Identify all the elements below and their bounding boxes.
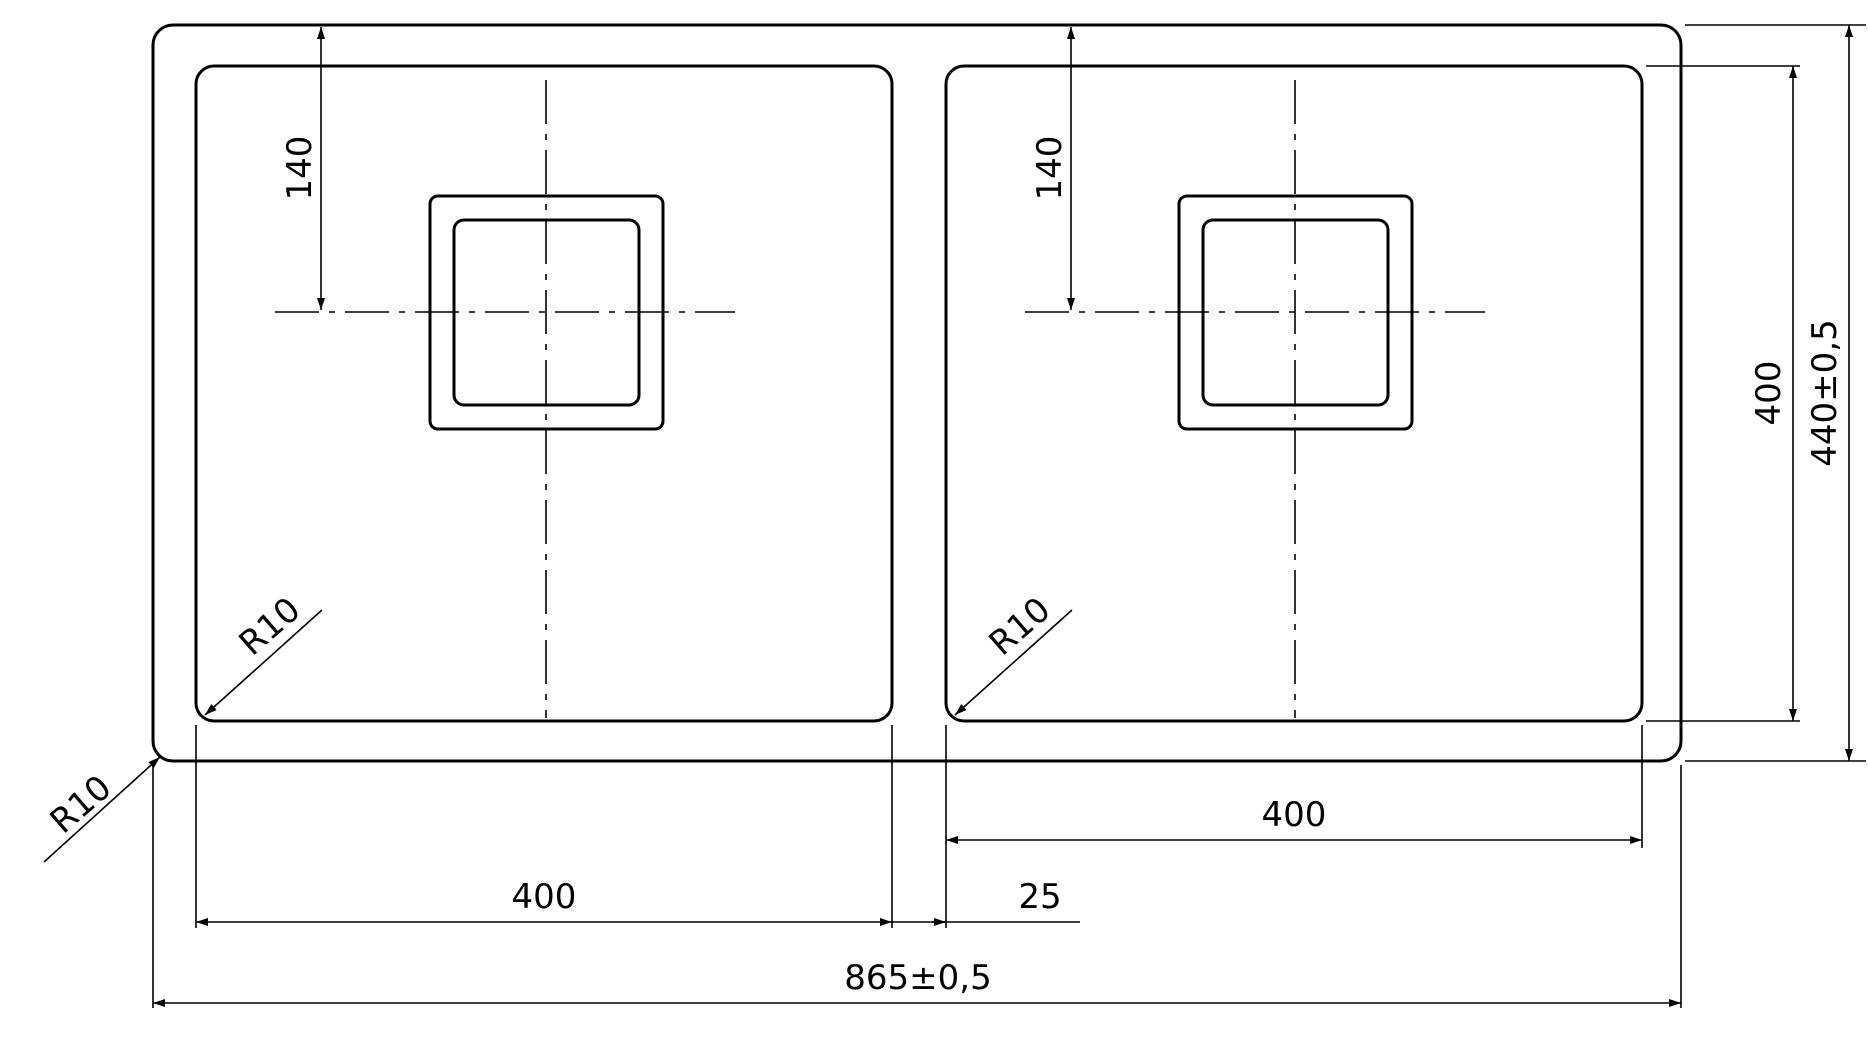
right-bowl-width-dimension: 400 — [946, 795, 1642, 844]
bowl-height-label: 400 — [1749, 361, 1789, 426]
extension-lines — [152, 24, 1866, 1008]
left-drain-offset-dimension: 140 — [280, 27, 325, 310]
left-bowl-width-dimension: 400 — [196, 877, 892, 926]
right-bowl-outline — [944, 64, 1644, 723]
left-bowl — [194, 64, 894, 723]
gap-width-label: 25 — [1018, 877, 1061, 917]
left-bowl-outline — [194, 64, 894, 723]
left-drain-offset-label: 140 — [280, 136, 320, 201]
right-bowl-width-label: 400 — [1262, 795, 1327, 835]
overall-width-label: 865±0,5 — [844, 958, 991, 998]
overall-height-dimension: 440±0,5 — [1805, 25, 1853, 761]
right-bowl-radius-leader: R10 — [954, 590, 1073, 716]
overall-width-dimension: 865±0,5 — [153, 958, 1681, 1007]
sink-outer-outline — [151, 23, 1683, 763]
right-bowl-radius-label: R10 — [982, 590, 1059, 664]
right-drain-offset-dimension: 140 — [1030, 27, 1075, 310]
gap-width-dimension: 25 — [892, 877, 1080, 926]
overall-height-label: 440±0,5 — [1805, 319, 1845, 466]
left-bowl-radius-label: R10 — [232, 590, 309, 664]
left-bowl-radius-leader: R10 — [204, 590, 323, 716]
right-drain-offset-label: 140 — [1030, 136, 1070, 201]
left-bowl-width-label: 400 — [512, 877, 577, 917]
outer-radius-leader: R10 — [43, 756, 161, 863]
outer-radius-label: R10 — [43, 768, 120, 842]
bowl-height-dimension: 400 — [1749, 66, 1797, 721]
right-bowl — [944, 64, 1644, 723]
